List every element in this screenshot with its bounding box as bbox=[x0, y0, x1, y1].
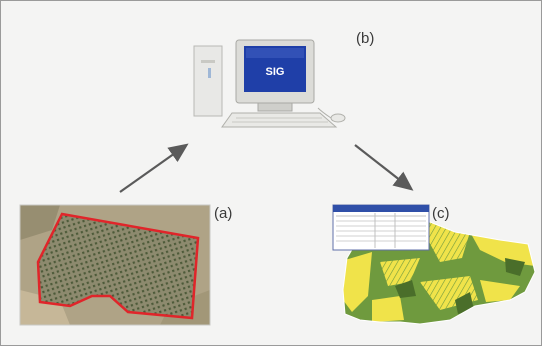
computer-illustration bbox=[193, 39, 346, 128]
aerial-photo bbox=[19, 204, 211, 326]
mouse bbox=[330, 113, 346, 123]
arrow-to-computer bbox=[119, 143, 189, 193]
label-b: (b) bbox=[356, 30, 375, 47]
field-boundary bbox=[36, 212, 200, 320]
screen-text: SIG bbox=[266, 66, 285, 78]
software-window bbox=[332, 204, 430, 251]
pc-tower bbox=[193, 45, 223, 117]
keyboard bbox=[221, 112, 338, 128]
label-a: (a) bbox=[214, 205, 233, 222]
arrow-to-map bbox=[354, 144, 414, 191]
label-c: (c) bbox=[432, 205, 450, 222]
gis-map bbox=[332, 204, 536, 325]
